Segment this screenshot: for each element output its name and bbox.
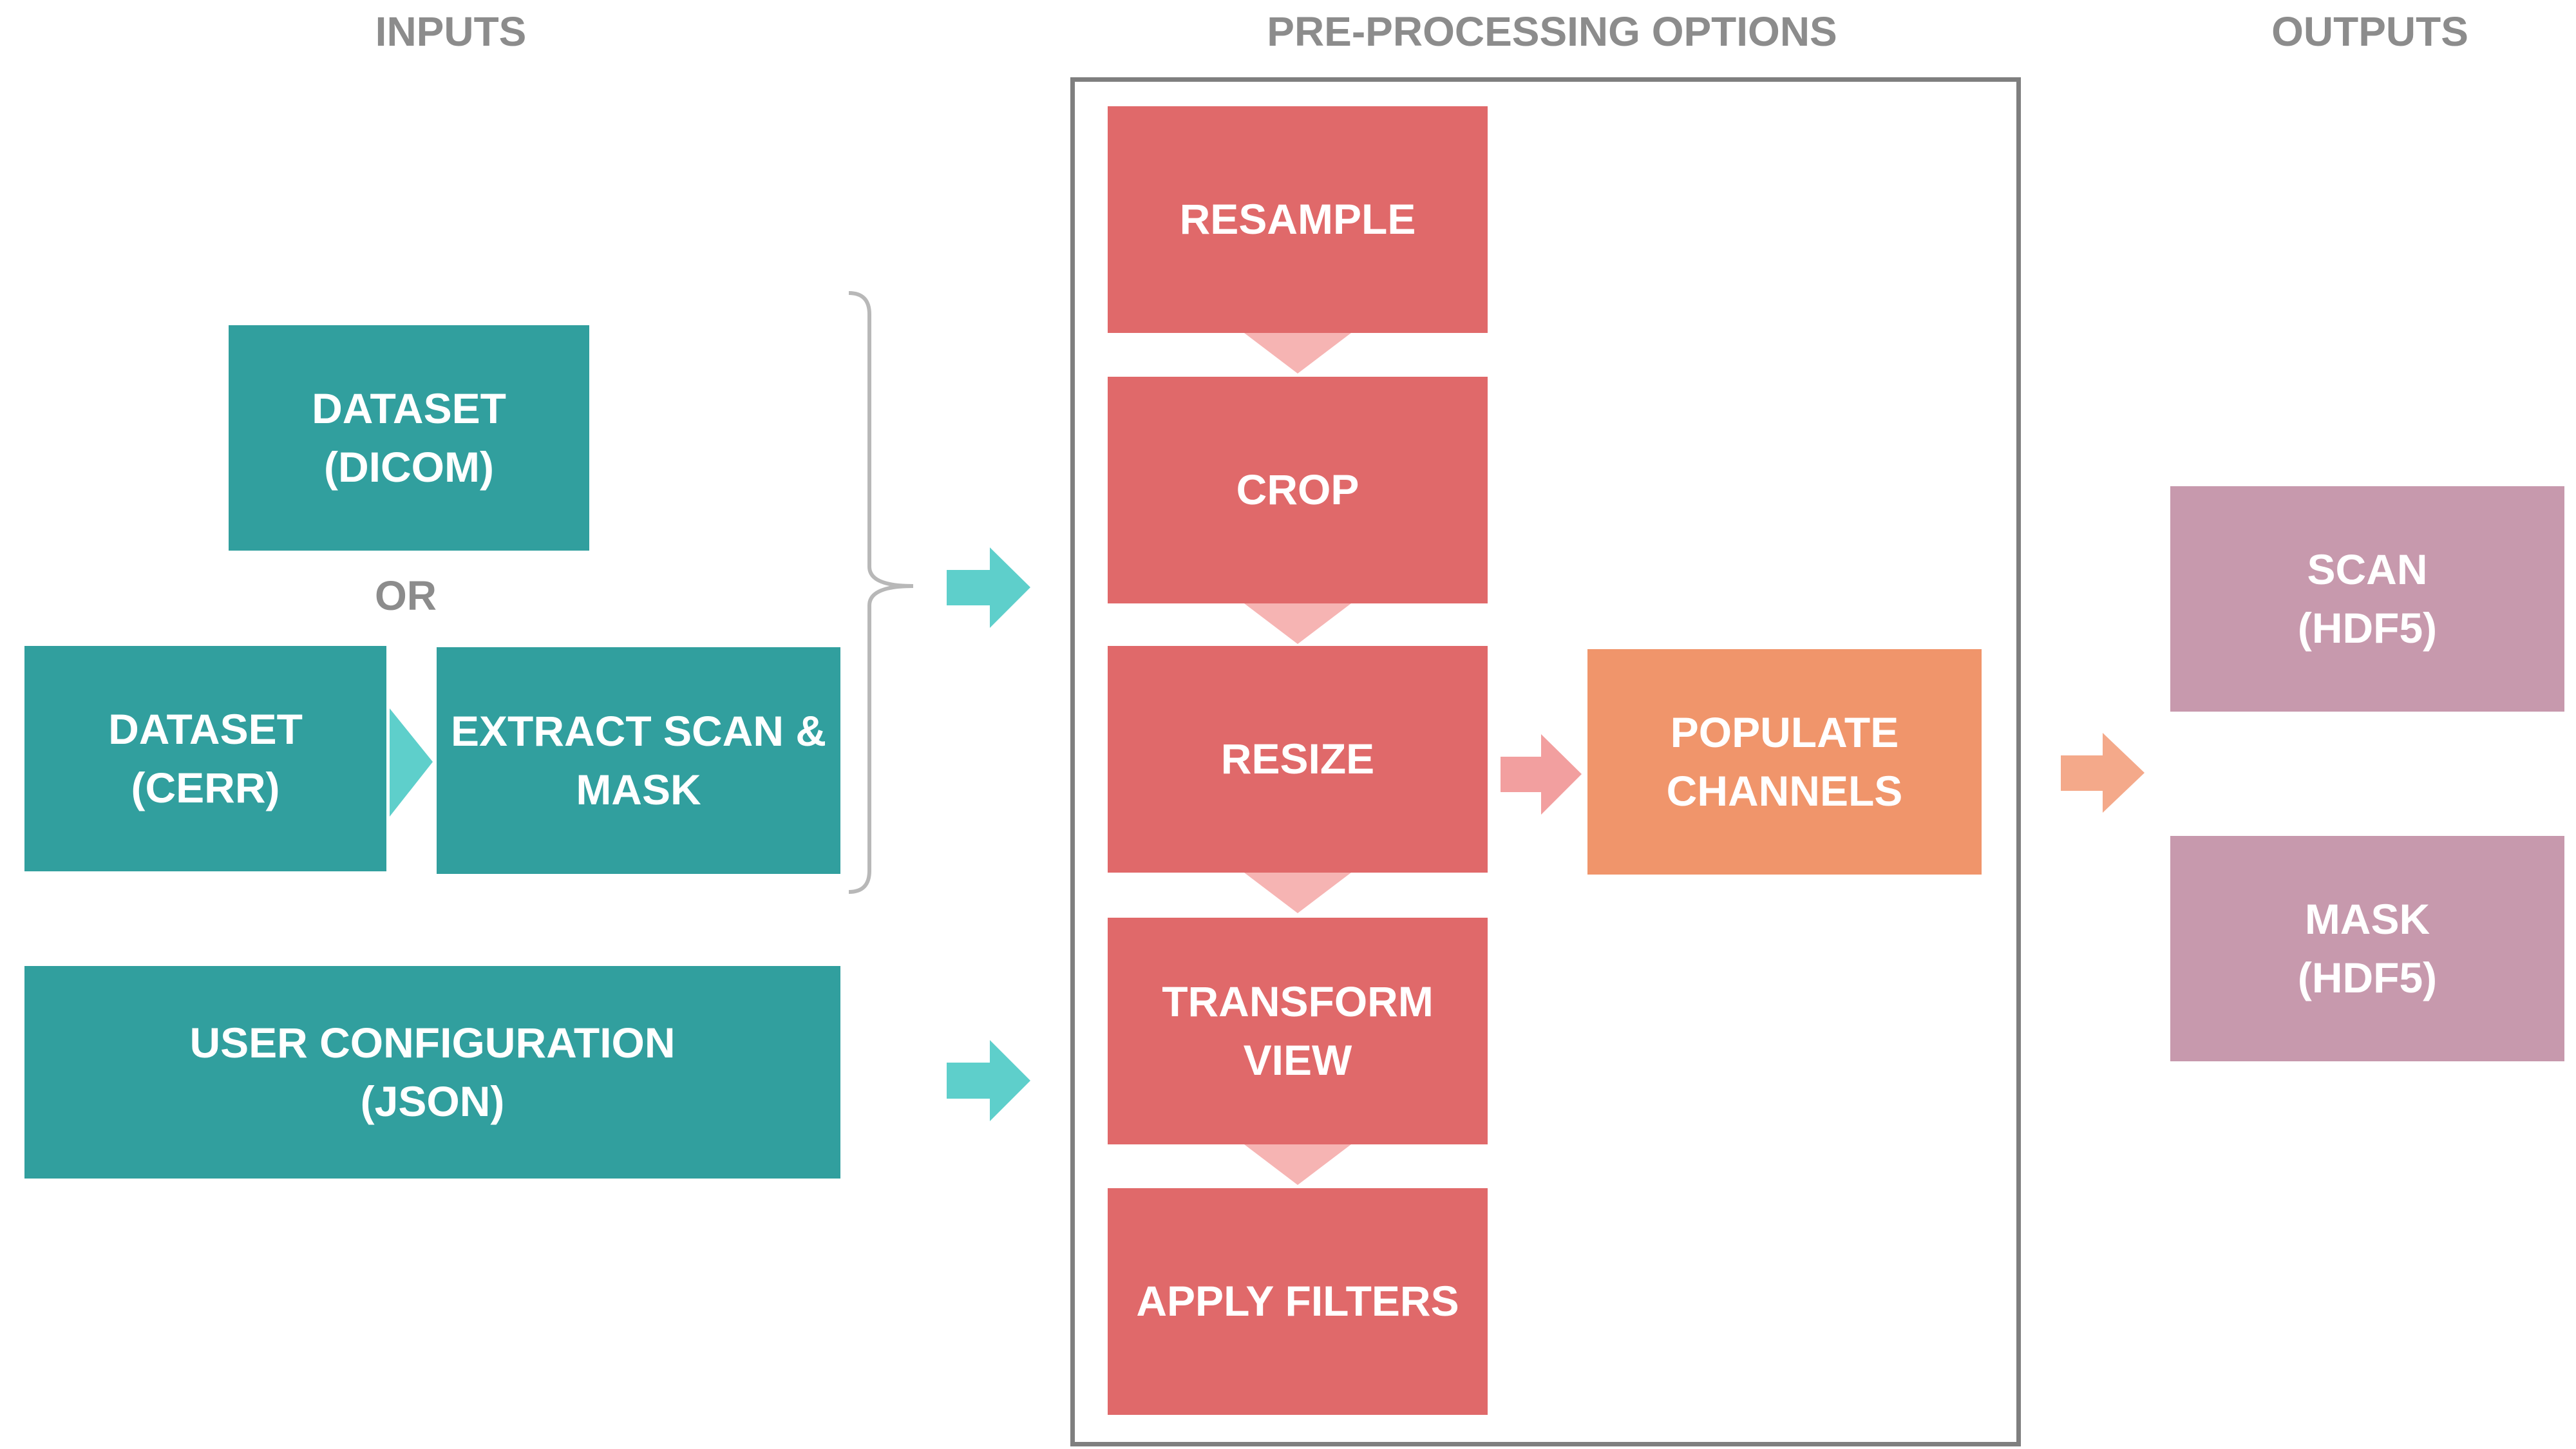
datasets-to-preprocessing-arrow [947, 547, 1030, 628]
scan-output-title: SCAN [2307, 545, 2428, 593]
cerr-to-extract-arrow [390, 708, 433, 817]
scan-output-format: (HDF5) [2297, 604, 2438, 652]
extract-scan-mask-line1: EXTRACT SCAN & [450, 706, 826, 755]
resample-label: RESAMPLE [1179, 195, 1416, 243]
outputs-header: OUTPUTS [2271, 8, 2468, 55]
populate-channels-line1: POPULATE [1670, 708, 1899, 756]
preprocessing-header: PRE-PROCESSING OPTIONS [1267, 8, 1837, 55]
extract-scan-mask-line2: MASK [576, 766, 701, 813]
crop-label: CROP [1236, 466, 1359, 514]
dataset-dicom-box[interactable]: DATASET (DICOM) [229, 325, 589, 551]
dataset-dicom-title: DATASET [312, 384, 506, 432]
dataset-cerr-title: DATASET [108, 705, 303, 753]
resample-box[interactable]: RESAMPLE [1108, 106, 1488, 333]
apply-filters-box[interactable]: APPLY FILTERS [1108, 1188, 1488, 1415]
or-label: OR [375, 573, 437, 619]
populate-channels-box[interactable]: POPULATE CHANNELS [1587, 649, 1982, 875]
resize-label: RESIZE [1220, 735, 1375, 783]
config-to-preprocessing-arrow [947, 1040, 1030, 1121]
preprocessing-frame [1070, 77, 2021, 1446]
mask-output-title: MASK [2304, 895, 2430, 943]
input-bracket [848, 291, 914, 894]
user-configuration-title: USER CONFIGURATION [189, 1018, 676, 1066]
resize-box[interactable]: RESIZE [1108, 646, 1488, 873]
apply-filters-label: APPLY FILTERS [1136, 1277, 1459, 1325]
populate-to-outputs-arrow [2061, 733, 2145, 813]
dataset-cerr-format: (CERR) [131, 764, 280, 811]
transform-view-line2: VIEW [1243, 1036, 1352, 1084]
extract-scan-mask-box[interactable]: EXTRACT SCAN & MASK [437, 647, 840, 874]
mask-output-box[interactable]: MASK (HDF5) [2170, 836, 2564, 1061]
transform-view-line1: TRANSFORM [1162, 977, 1434, 1025]
populate-channels-line2: CHANNELS [1666, 767, 1903, 815]
scan-output-box[interactable]: SCAN (HDF5) [2170, 486, 2564, 712]
transform-view-box[interactable]: TRANSFORM VIEW [1108, 918, 1488, 1144]
dataset-cerr-box[interactable]: DATASET (CERR) [24, 646, 386, 871]
dataset-dicom-format: (DICOM) [324, 443, 494, 491]
crop-box[interactable]: CROP [1108, 377, 1488, 603]
user-configuration-format: (JSON) [360, 1077, 505, 1125]
mask-output-format: (HDF5) [2297, 954, 2438, 1001]
inputs-header: INPUTS [375, 8, 527, 55]
user-configuration-box[interactable]: USER CONFIGURATION (JSON) [24, 966, 840, 1179]
